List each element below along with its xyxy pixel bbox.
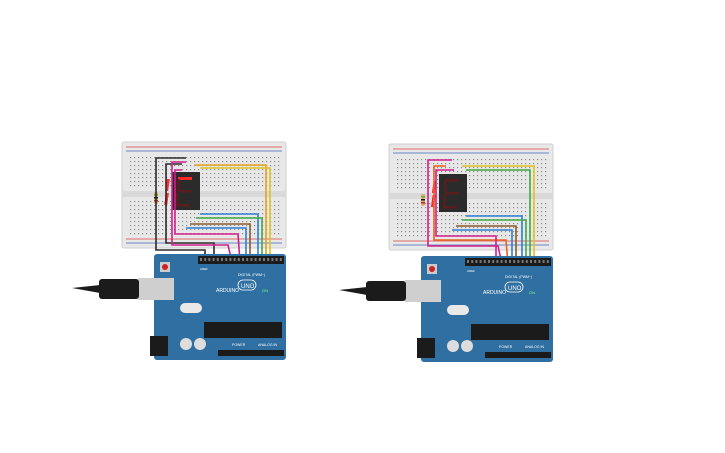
arduino-model-label: UNO	[508, 286, 522, 292]
digital-label: DIGITAL (PWM~)	[238, 273, 265, 277]
analog-label: ANALOG IN	[525, 345, 545, 349]
aref-label: AREF	[200, 267, 208, 271]
wires[interactable]	[155, 157, 271, 263]
arduino-uno[interactable]: ARDUINO UNO ON DIGITAL (PWM~) POWER ANAL…	[339, 256, 553, 362]
usb-cable	[366, 281, 406, 301]
usb-port[interactable]	[405, 280, 441, 302]
left-circuit[interactable]: ARDUINO UNO ON DIGITAL (PWM~) POWER ANAL…	[72, 141, 287, 360]
resistor[interactable]	[421, 194, 425, 206]
usb-cable	[99, 279, 139, 299]
arduino-brand-label: ARDUINO	[216, 288, 239, 294]
aref-label: AREF	[467, 269, 475, 273]
seven-segment-display[interactable]	[430, 174, 467, 212]
power-jack[interactable]	[417, 338, 435, 358]
seven-segment-display[interactable]	[164, 172, 200, 210]
wires[interactable]	[427, 159, 535, 265]
usb-port[interactable]	[138, 278, 174, 300]
on-led-label: ON	[529, 290, 535, 295]
microcontroller-chip	[471, 324, 549, 340]
arduino-uno[interactable]: ARDUINO UNO ON DIGITAL (PWM~) POWER ANAL…	[72, 254, 286, 360]
power-jack[interactable]	[150, 336, 168, 356]
digital-label: DIGITAL (PWM~)	[505, 275, 532, 279]
on-led-label: ON	[262, 288, 268, 293]
power-label: POWER	[232, 343, 246, 347]
microcontroller-chip	[204, 322, 282, 338]
power-label: POWER	[499, 345, 513, 349]
arduino-brand-label: ARDUINO	[483, 290, 506, 296]
right-circuit[interactable]: ARDUINO UNO ON DIGITAL (PWM~) POWER ANAL…	[339, 143, 554, 362]
analog-label: ANALOG IN	[258, 343, 278, 347]
breadboard[interactable]	[388, 143, 554, 251]
arduino-model-label: UNO	[241, 284, 255, 290]
